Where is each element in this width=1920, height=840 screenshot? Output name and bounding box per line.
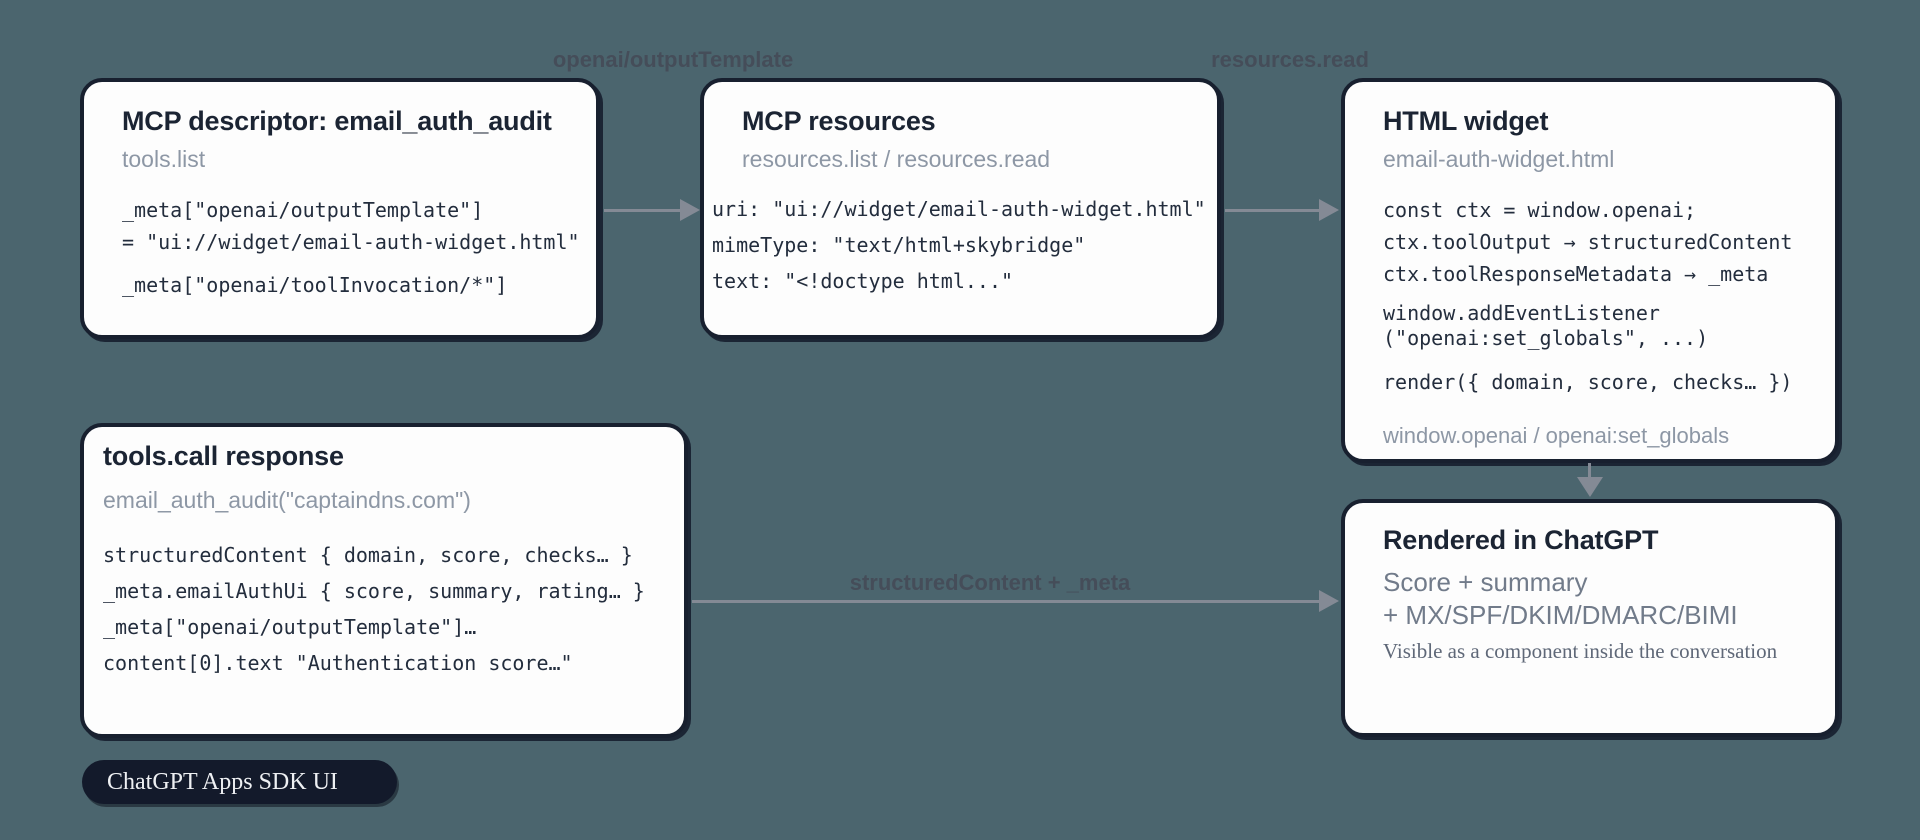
card-title: tools.call response xyxy=(103,441,344,471)
arrow-widget-to-rendered xyxy=(1588,463,1591,479)
code-line: _meta["openai/toolInvocation/*"] xyxy=(122,273,508,297)
card-title: MCP resources xyxy=(742,106,936,136)
card-title: Rendered in ChatGPT xyxy=(1383,525,1659,555)
card-subtitle: email_auth_audit("captaindns.com") xyxy=(103,487,471,513)
arrow-right-icon xyxy=(680,199,700,221)
card-footer-globals: window.openai / openai:set_globals xyxy=(1383,423,1730,448)
card-mcp-descriptor-content: MCP descriptor: email_auth_audit tools.l… xyxy=(84,82,596,323)
arrow-resources-to-widget xyxy=(1225,209,1321,212)
card-subtitle: tools.list xyxy=(122,146,206,172)
card-tools-call-response-content: tools.call response email_auth_audit("ca… xyxy=(84,427,684,693)
code-line: uri: "ui://widget/email-auth-widget.html… xyxy=(712,197,1206,221)
card-title: HTML widget xyxy=(1383,106,1549,136)
card-mcp-descriptor: MCP descriptor: email_auth_audit tools.l… xyxy=(80,78,600,339)
arrow-descriptor-to-resources xyxy=(604,209,682,212)
code-line: content[0].text "Authentication score…" xyxy=(103,651,573,675)
code-block: uri: "ui://widget/email-auth-widget.html… xyxy=(712,191,1206,299)
arrow-right-icon xyxy=(1319,199,1339,221)
flow-label-resources-read: resources.read xyxy=(1211,47,1369,72)
code-line: mimeType: "text/html+skybridge" xyxy=(712,233,1086,257)
code-line: window.addEventListener xyxy=(1383,301,1660,325)
card-subtitle: email-auth-widget.html xyxy=(1383,146,1615,172)
rendered-note: Visible as a component inside the conver… xyxy=(1383,639,1778,663)
card-mcp-resources: MCP resources resources.list / resources… xyxy=(700,78,1221,339)
flow-label-structured-content: structuredContent + _meta xyxy=(849,570,1131,595)
code-line: structuredContent { domain, score, check… xyxy=(103,543,633,567)
code-line: text: "<!doctype html..." xyxy=(712,269,1014,293)
card-rendered-in-chatgpt: Rendered in ChatGPT Score + summary + MX… xyxy=(1341,499,1839,737)
card-title: MCP descriptor: email_auth_audit xyxy=(122,106,552,136)
sdk-badge: ChatGPT Apps SDK UI xyxy=(82,760,397,804)
code-block: _meta["openai/outputTemplate"] = "ui://w… xyxy=(122,194,580,301)
code-line: ctx.toolResponseMetadata → _meta xyxy=(1383,262,1769,286)
arrow-down-icon xyxy=(1577,477,1603,497)
code-block: structuredContent { domain, score, check… xyxy=(103,537,665,681)
code-line: ("openai:set_globals", ...) xyxy=(1383,326,1709,350)
sdk-badge-label: ChatGPT Apps SDK UI xyxy=(107,768,338,795)
card-tools-call-response: tools.call response email_auth_audit("ca… xyxy=(80,423,688,738)
code-line: const ctx = window.openai; xyxy=(1383,198,1697,222)
card-html-widget-content: HTML widget email-auth-widget.html const… xyxy=(1345,82,1835,420)
code-line: _meta["openai/outputTemplate"] xyxy=(122,198,484,222)
code-line: = "ui://widget/email-auth-widget.html" xyxy=(122,230,580,254)
code-line: _meta.emailAuthUi { score, summary, rati… xyxy=(103,579,645,603)
card-mcp-resources-content: MCP resources resources.list / resources… xyxy=(704,82,1217,321)
card-rendered-content: Rendered in ChatGPT Score + summary + MX… xyxy=(1345,503,1835,686)
arrow-right-icon xyxy=(1319,590,1339,612)
code-block: const ctx = window.openai; ctx.toolOutpu… xyxy=(1383,194,1797,398)
code-line: _meta["openai/outputTemplate"]… xyxy=(103,615,477,639)
rendered-line-checks: + MX/SPF/DKIM/DMARC/BIMI xyxy=(1383,600,1738,630)
rendered-line-score: Score + summary xyxy=(1383,567,1588,597)
card-subtitle: resources.list / resources.read xyxy=(742,146,1051,172)
card-html-widget: HTML widget email-auth-widget.html const… xyxy=(1341,78,1839,463)
code-line: render({ domain, score, checks… }) xyxy=(1383,370,1793,394)
flow-label-output-template: openai/outputTemplate xyxy=(552,47,794,72)
arrow-response-to-rendered xyxy=(692,600,1321,603)
code-line: ctx.toolOutput → structuredContent xyxy=(1383,230,1793,254)
